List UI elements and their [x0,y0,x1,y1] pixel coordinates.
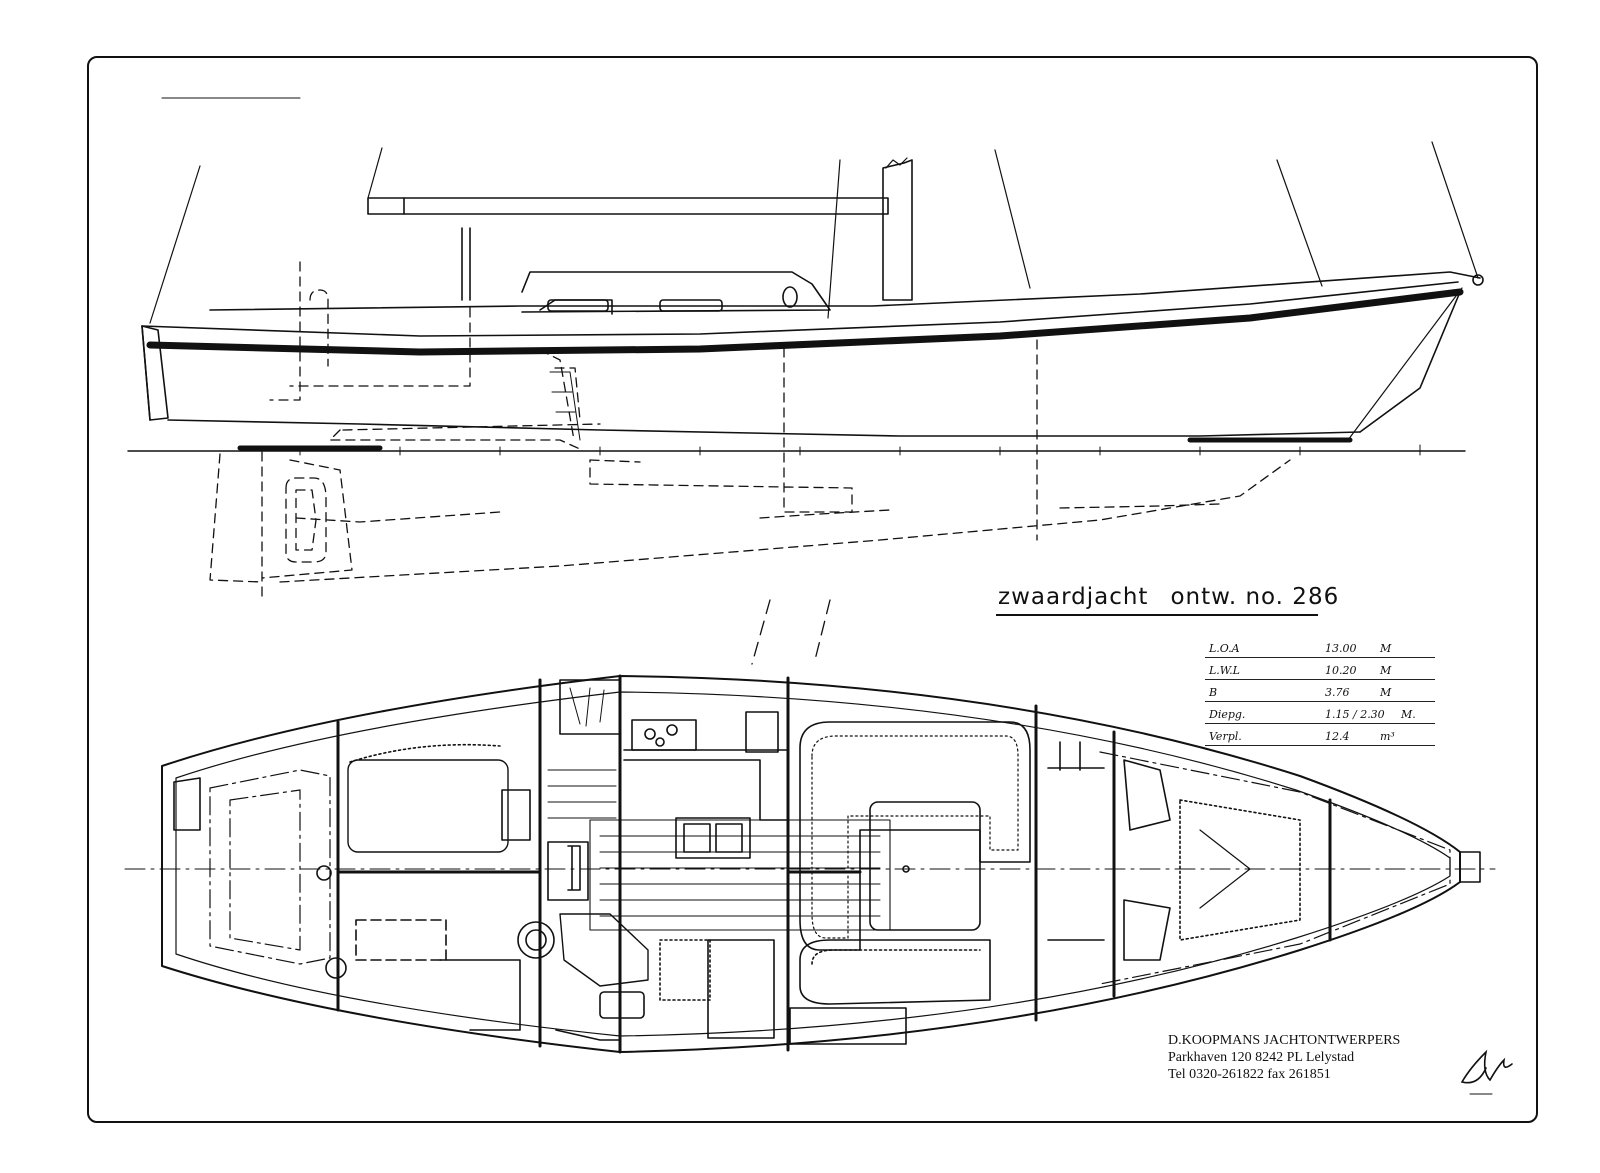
spec-unit: M [1380,686,1392,699]
spec-key: L.O.A [1209,642,1240,655]
title-underline [996,614,1318,616]
spec-key: Diepg. [1209,708,1246,721]
designer-address: Parkhaven 120 8242 PL Lelystad [1168,1050,1355,1065]
spec-row-beam: B 3.76 M [1205,680,1435,702]
spec-value: 1.15 / 2.30 [1325,708,1385,721]
boat-type-label: zwaardjacht [998,584,1149,610]
spec-value: 13.00 [1325,642,1357,655]
plan-view [124,674,1496,1054]
specifications-table: L.O.A 13.00 M L.W.L 10.20 M B 3.76 M Die… [1205,636,1435,746]
drawing-title: zwaardjacht ontw. no. 286 [998,584,1361,610]
designer-contact: Tel 0320-261822 fax 261851 [1168,1067,1331,1082]
spec-key: B [1209,686,1218,699]
spec-value: 10.20 [1325,664,1357,677]
designer-signature [1460,1049,1513,1095]
spec-row-loa: L.O.A 13.00 M [1205,636,1435,658]
designer-name: D.KOOPMANS JACHTONTWERPERS [1168,1033,1401,1048]
spec-unit: m³ [1380,730,1395,743]
spec-row-displacement: Verpl. 12.4 m³ [1205,724,1435,746]
spec-unit: M. [1401,708,1416,721]
spec-value: 12.4 [1325,730,1350,743]
spec-unit: M [1380,642,1392,655]
spec-value: 3.76 [1325,686,1350,699]
spec-row-draft: Diepg. 1.15 / 2.30 M. [1205,702,1435,724]
spec-unit: M [1380,664,1392,677]
side-profile [127,97,1484,665]
spec-key: L.W.L [1209,664,1240,677]
spec-row-lwl: L.W.L 10.20 M [1205,658,1435,680]
drawing-frame [87,56,1538,1123]
spec-key: Verpl. [1209,730,1242,743]
design-number-label: ontw. no. 286 [1170,584,1340,610]
designer-block: D.KOOPMANS JACHTONTWERPERS Parkhaven 120… [1168,1032,1400,1083]
